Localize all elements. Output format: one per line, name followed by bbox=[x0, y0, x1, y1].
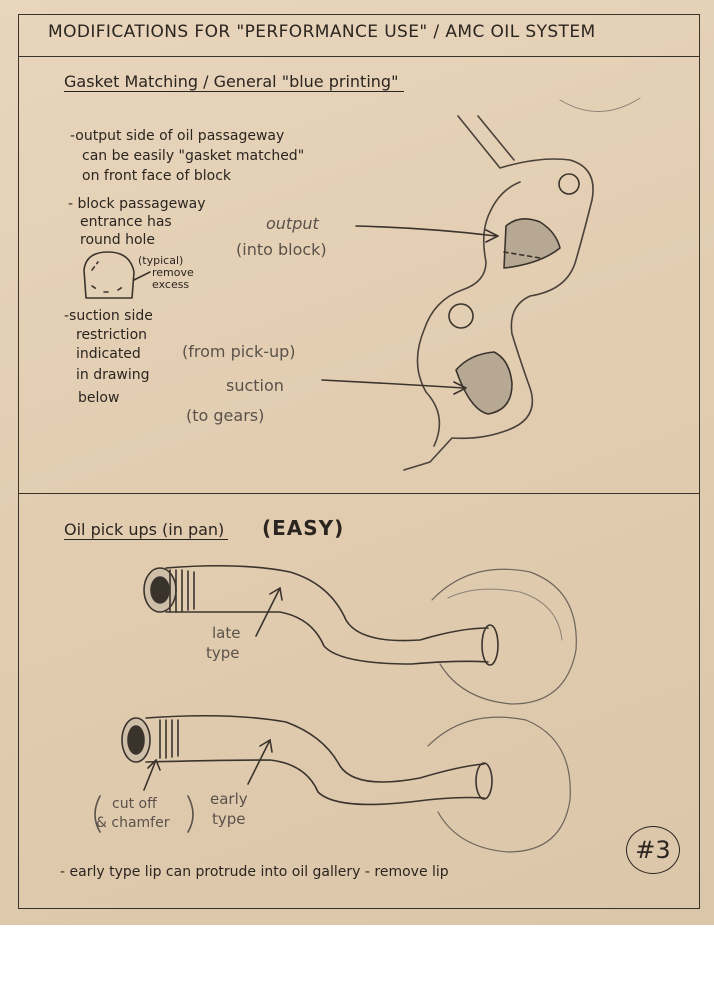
early-pickup-collar bbox=[475, 762, 493, 800]
late-label: late bbox=[212, 624, 241, 642]
round-hole-sketch bbox=[83, 251, 135, 299]
pickups-heading: Oil pick ups (in pan) bbox=[64, 520, 229, 540]
page-number: #3 bbox=[626, 826, 680, 874]
sketch-drawings bbox=[83, 97, 641, 853]
early-arrow bbox=[247, 738, 273, 785]
to-gears-label: (to gears) bbox=[186, 406, 265, 425]
late-screen bbox=[431, 568, 577, 705]
from-pickup-label: (from pick-up) bbox=[182, 342, 296, 361]
output-port bbox=[503, 218, 561, 269]
late-arrow bbox=[255, 586, 283, 637]
output-arrow bbox=[355, 225, 499, 243]
hole-dashes bbox=[91, 261, 125, 293]
gasket-heading: Gasket Matching / General "blue printing… bbox=[64, 72, 405, 92]
note-line: -output side of oil passageway bbox=[70, 128, 285, 144]
excess-label: excess bbox=[152, 278, 190, 291]
paper-sheet bbox=[0, 0, 714, 925]
section-divider bbox=[18, 493, 700, 494]
note-line: restriction bbox=[76, 327, 148, 343]
chamfer-label: & chamfer bbox=[96, 815, 170, 831]
bolt-hole-mid bbox=[448, 303, 474, 329]
late-pickup-collar bbox=[481, 624, 499, 666]
bolt-hole-top bbox=[558, 173, 580, 195]
note-line: round hole bbox=[80, 232, 156, 248]
page-title: MODIFICATIONS FOR "PERFORMANCE USE" / AM… bbox=[48, 22, 596, 42]
title-divider bbox=[18, 56, 700, 57]
into-block-label: (into block) bbox=[236, 240, 327, 259]
note-line: in drawing bbox=[76, 367, 150, 383]
output-port-dash bbox=[503, 251, 541, 259]
suction-arrow bbox=[321, 379, 467, 395]
early-pickup-tube bbox=[145, 714, 485, 806]
remove-label: remove bbox=[152, 266, 194, 279]
faint-line bbox=[559, 97, 641, 112]
typical-label: (typical) bbox=[138, 254, 184, 267]
early-screen bbox=[427, 716, 571, 853]
note-line: can be easily "gasket matched" bbox=[82, 148, 305, 164]
early-label: early bbox=[210, 790, 248, 808]
early-pickup-threads bbox=[159, 719, 179, 759]
cut-off-label: cut off bbox=[112, 796, 157, 812]
note-line: -suction side bbox=[64, 308, 153, 324]
output-label: output bbox=[266, 214, 319, 233]
note-line: indicated bbox=[76, 346, 141, 362]
bottom-note: - early type lip can protrude into oil g… bbox=[60, 864, 449, 880]
note-line: below bbox=[78, 390, 120, 406]
easy-label: (EASY) bbox=[262, 516, 345, 540]
note-line: - block passageway bbox=[68, 196, 206, 212]
gasket-outline bbox=[403, 115, 594, 471]
suction-label: suction bbox=[226, 376, 284, 395]
late-pickup-tube bbox=[165, 564, 489, 665]
page-border bbox=[18, 14, 700, 909]
suction-port bbox=[455, 351, 513, 415]
excess-arrow bbox=[133, 271, 151, 281]
note-line: entrance has bbox=[80, 214, 172, 230]
late-pickup-threads bbox=[169, 569, 195, 613]
cut-arrow bbox=[143, 758, 161, 791]
early-type-label: type bbox=[212, 810, 246, 828]
late-type-label: type bbox=[206, 644, 240, 662]
note-line: on front face of block bbox=[82, 168, 232, 184]
